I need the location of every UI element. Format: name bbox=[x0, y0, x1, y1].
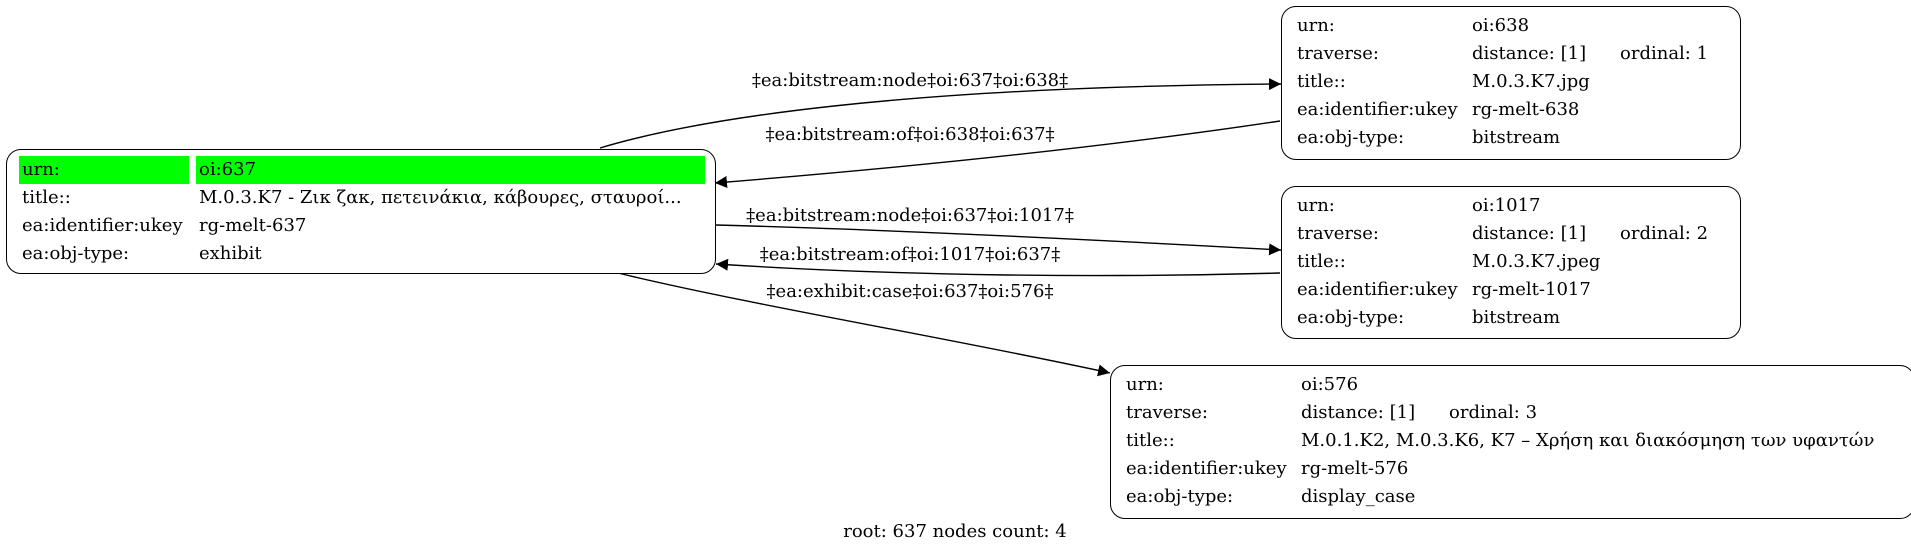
node-row-title: title:: M.0.3.K7.jpeg bbox=[1294, 248, 1734, 276]
row-value: display_case bbox=[1301, 486, 1416, 507]
edge-637-to-576 bbox=[617, 272, 1111, 377]
row-key: urn: bbox=[1297, 15, 1335, 36]
edge-label: ‡ea:bitstream:of‡oi:638‡oi:637‡ bbox=[765, 124, 1055, 145]
row-key: ea:obj-type: bbox=[1126, 486, 1234, 507]
node-1017[interactable]: urn: oi:1017 traverse: distance: [1] ord… bbox=[1281, 186, 1741, 339]
node-row-urn: urn: oi:576 bbox=[1123, 371, 1908, 399]
node-row-urn: urn: oi:1017 bbox=[1294, 192, 1734, 220]
row-value: oi:576 bbox=[1301, 374, 1359, 395]
node-row-ukey: ea:identifier:ukey rg-melt-638 bbox=[1294, 96, 1734, 124]
row-extra: ordinal: 3 bbox=[1449, 402, 1538, 423]
row-value: oi:637 bbox=[196, 156, 705, 184]
row-key: traverse: bbox=[1126, 402, 1208, 423]
edge-label: ‡ea:bitstream:node‡oi:637‡oi:638‡ bbox=[751, 70, 1069, 91]
row-key: title:: bbox=[1297, 251, 1346, 272]
row-value: M.0.1.K2, M.0.3.K6, K7 – Χρήση και διακό… bbox=[1301, 430, 1875, 451]
row-value: rg-melt-576 bbox=[1301, 458, 1409, 479]
row-key: urn: bbox=[1126, 374, 1164, 395]
node-row-traverse: traverse: distance: [1] ordinal: 1 bbox=[1294, 40, 1734, 68]
row-value: exhibit bbox=[199, 243, 262, 264]
row-value: bitstream bbox=[1472, 307, 1561, 328]
edge-label: ‡ea:bitstream:node‡oi:637‡oi:1017‡ bbox=[746, 205, 1074, 226]
row-extra: ordinal: 2 bbox=[1620, 223, 1709, 244]
row-key: ea:obj-type: bbox=[1297, 307, 1405, 328]
row-value: bitstream bbox=[1472, 127, 1561, 148]
row-value: rg-melt-1017 bbox=[1472, 279, 1591, 300]
node-row-urn: urn: oi:638 bbox=[1294, 12, 1734, 40]
row-key: traverse: bbox=[1297, 223, 1379, 244]
row-key: ea:obj-type: bbox=[1297, 127, 1405, 148]
row-value: M.0.3.K7.jpeg bbox=[1472, 251, 1601, 272]
row-value: distance: [1] bbox=[1472, 223, 1587, 244]
row-key: ea:identifier:ukey bbox=[1297, 279, 1458, 300]
row-key: ea:identifier:ukey bbox=[1297, 99, 1458, 120]
row-value: distance: [1] bbox=[1301, 402, 1416, 423]
node-row-objtype: ea:obj-type: bitstream bbox=[1294, 124, 1734, 152]
graph-footer: root: 637 nodes count: 4 bbox=[843, 521, 1067, 542]
edge-637-to-1017 bbox=[715, 224, 1282, 256]
row-key: ea:identifier:ukey bbox=[22, 215, 183, 236]
node-row-title: title:: M.0.3.K7 - Ζικ ζακ, πετεινάκια, … bbox=[19, 184, 705, 212]
node-638[interactable]: urn: oi:638 traverse: distance: [1] ordi… bbox=[1281, 6, 1741, 160]
row-key: ea:obj-type: bbox=[22, 243, 130, 264]
node-row-urn: urn: oi:637 bbox=[19, 156, 705, 184]
node-row-ukey: ea:identifier:ukey rg-melt-576 bbox=[1123, 455, 1908, 483]
row-key: urn: bbox=[1297, 195, 1335, 216]
node-row-objtype: ea:obj-type: bitstream bbox=[1294, 304, 1734, 332]
node-row-objtype: ea:obj-type: display_case bbox=[1123, 483, 1908, 511]
edge-637-to-638 bbox=[599, 78, 1282, 149]
node-row-ukey: ea:identifier:ukey rg-melt-637 bbox=[19, 212, 705, 240]
node-row-title: title:: M.0.3.K7.jpg bbox=[1294, 68, 1734, 96]
row-extra: ordinal: 1 bbox=[1620, 43, 1709, 64]
row-value: M.0.3.K7 - Ζικ ζακ, πετεινάκια, κάβουρες… bbox=[199, 187, 682, 208]
row-value: rg-melt-638 bbox=[1472, 99, 1580, 120]
row-key: traverse: bbox=[1297, 43, 1379, 64]
row-key: title:: bbox=[1297, 71, 1346, 92]
row-key: ea:identifier:ukey bbox=[1126, 458, 1287, 479]
edge-638-to-637 bbox=[714, 120, 1281, 189]
row-key: urn: bbox=[19, 156, 189, 184]
node-637[interactable]: urn: oi:637 title:: M.0.3.K7 - Ζικ ζακ, … bbox=[6, 149, 716, 274]
row-value: rg-melt-637 bbox=[199, 215, 307, 236]
node-row-objtype: ea:obj-type: exhibit bbox=[19, 240, 705, 268]
row-value: oi:1017 bbox=[1472, 195, 1541, 216]
node-row-title: title:: M.0.1.K2, M.0.3.K6, K7 – Χρήση κ… bbox=[1123, 427, 1908, 455]
row-value: oi:638 bbox=[1472, 15, 1530, 36]
edge-label: ‡ea:exhibit:case‡oi:637‡oi:576‡ bbox=[766, 281, 1054, 302]
node-576[interactable]: urn: oi:576 traverse: distance: [1] ordi… bbox=[1110, 365, 1911, 519]
row-key: title:: bbox=[1126, 430, 1175, 451]
row-value: distance: [1] bbox=[1472, 43, 1587, 64]
row-value: M.0.3.K7.jpg bbox=[1472, 71, 1590, 92]
row-key: title:: bbox=[22, 187, 71, 208]
edge-label: ‡ea:bitstream:of‡oi:1017‡oi:637‡ bbox=[759, 244, 1061, 265]
node-row-traverse: traverse: distance: [1] ordinal: 2 bbox=[1294, 220, 1734, 248]
node-row-traverse: traverse: distance: [1] ordinal: 3 bbox=[1123, 399, 1908, 427]
node-row-ukey: ea:identifier:ukey rg-melt-1017 bbox=[1294, 276, 1734, 304]
edge-1017-to-637 bbox=[715, 258, 1281, 277]
